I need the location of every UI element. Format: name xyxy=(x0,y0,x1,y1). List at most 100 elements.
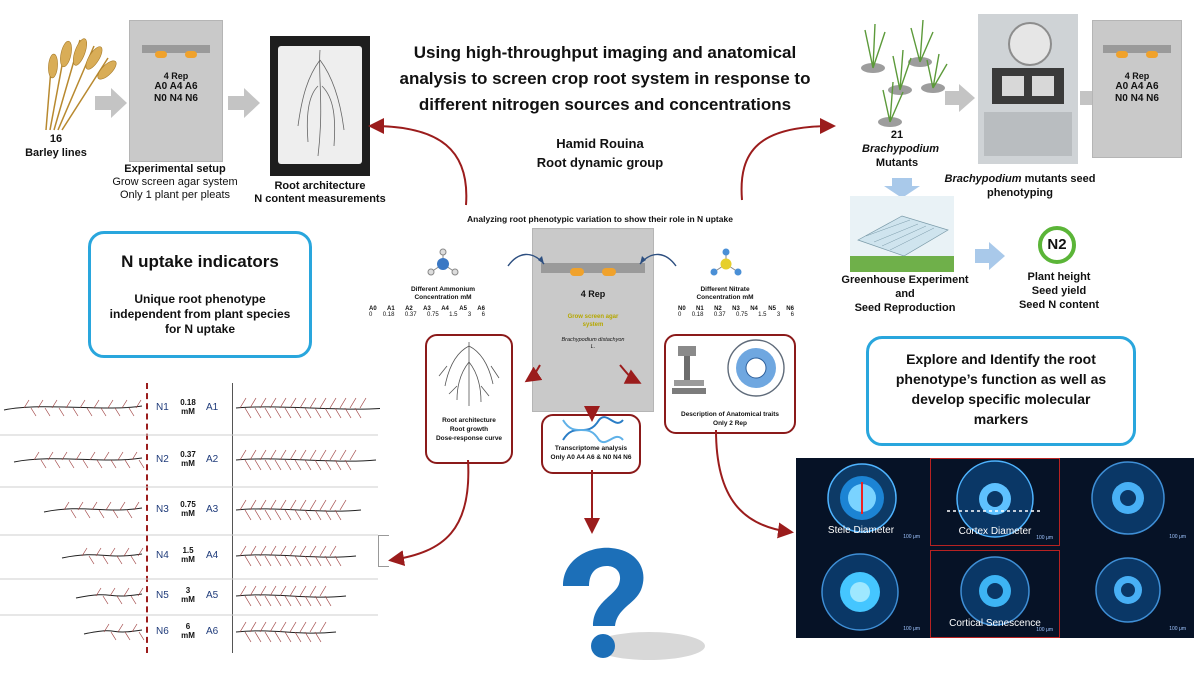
micro-stele: Stele Diameter 100 μm xyxy=(796,458,926,544)
ammonium-root-A4 xyxy=(235,545,357,567)
n2-badge: N2 xyxy=(1038,226,1076,264)
nitrate-value-5: 3 xyxy=(776,312,781,318)
nitrate-root-N6 xyxy=(83,623,145,641)
center-heading: Analyzing root phenotypic variation to s… xyxy=(467,214,733,224)
plate-line1: A0 A4 A6 xyxy=(154,81,198,92)
senescence-label: Cortical Senescence xyxy=(949,618,1041,629)
cortex-label: Cortex Diameter xyxy=(958,526,1032,537)
question-mark-icon xyxy=(563,547,705,660)
row-label-A4: A4 xyxy=(206,550,219,561)
micro-3: 100 μm xyxy=(1062,458,1192,544)
explore-box: Explore and Identify the root phenotype’… xyxy=(866,336,1136,446)
row-label-N3: N3 xyxy=(156,504,169,515)
row-label-A3: A3 xyxy=(206,504,219,515)
nitrate-root-N5 xyxy=(75,587,144,605)
plate-reps: 4 Rep xyxy=(163,71,189,81)
arrow-right-icon xyxy=(95,88,127,118)
curved-arrows xyxy=(507,253,677,267)
root-drawing xyxy=(438,342,500,406)
ammonium-value-2: 0.37 xyxy=(404,312,417,318)
ammonium-header-6: A6 xyxy=(477,306,485,312)
ammonium-root-A1 xyxy=(235,397,380,419)
nitrate-value-4: 1.5 xyxy=(758,312,767,318)
ammonium-value-4: 1.5 xyxy=(449,312,458,318)
arrow-down-icon xyxy=(884,178,920,198)
author-group: Root dynamic group xyxy=(536,155,664,170)
arrow-right-icon xyxy=(975,242,1005,270)
row-label-N4: N4 xyxy=(156,550,169,561)
arrow-right-icon xyxy=(228,88,260,118)
nitrate-header-6: N6 xyxy=(786,306,794,312)
ammonium-value-1: 0.18 xyxy=(382,312,395,318)
brachypodium-plants-image xyxy=(861,19,948,127)
poster-title: Using high-throughput imaging and anatom… xyxy=(399,43,811,114)
ammonium-value-6: 6 xyxy=(481,312,485,318)
nitrate-value-1: 0.18 xyxy=(691,312,704,318)
wheat-icon xyxy=(45,38,117,131)
brachy-mutants-label: 21 Brachypodium Mutants xyxy=(862,129,940,169)
micro-4: 100 μm xyxy=(796,550,926,636)
nitrate-root-N4 xyxy=(61,547,144,565)
ammonium-header-3: A3 xyxy=(423,306,431,312)
nitrate-header-2: N2 xyxy=(714,306,722,312)
row-label-A6: A6 xyxy=(206,626,219,637)
arrow-right-icon xyxy=(945,84,975,112)
ammonium-header-5: A5 xyxy=(459,306,467,312)
nitrate-root-N2 xyxy=(13,451,145,469)
greenhouse-image xyxy=(850,196,954,272)
ammonium-header-2: A2 xyxy=(405,306,413,312)
nitrate-value-6: 6 xyxy=(790,312,794,318)
ammonium-title: Different Ammonium Concentration mM xyxy=(410,286,476,301)
ammonium-value-0: 0 xyxy=(369,312,373,318)
ammonium-header-0: A0 xyxy=(369,306,377,312)
ammonium-value-3: 0.75 xyxy=(426,312,439,318)
n-uptake-box: N uptake indicators Unique root phenotyp… xyxy=(88,231,312,358)
nitrate-value-3: 0.75 xyxy=(735,312,748,318)
ammonium-root-A5 xyxy=(235,585,347,607)
n-uptake-body: Unique root phenotype independent from p… xyxy=(109,292,291,336)
setup-caption: Experimental setup Grow screen agar syst… xyxy=(112,163,238,201)
phenotyping-machine-image xyxy=(978,14,1078,164)
nitrate-root-N1 xyxy=(3,399,143,417)
agar-plate: 4 Rep A0 A4 A6 N0 N4 N6 xyxy=(129,20,223,162)
micro-cortex: Cortex Diameter 100 μm xyxy=(930,458,1060,546)
row-label-A1: A1 xyxy=(206,402,219,413)
micro-6: 100 μm xyxy=(1062,550,1192,636)
nitrate-title: Different Nitrate Concentration mM xyxy=(696,286,754,301)
molecule-icon xyxy=(710,248,742,276)
row-label-N2: N2 xyxy=(156,454,169,465)
bracket xyxy=(378,535,389,567)
row-label-A5: A5 xyxy=(206,590,219,601)
row-label-A2: A2 xyxy=(206,454,219,465)
seed-phenotyping-caption: Brachypodium mutants seed phenotyping xyxy=(944,173,1096,199)
nitrate-header-5: N5 xyxy=(768,306,776,312)
author-block: Hamid Rouina Root dynamic group xyxy=(500,134,700,172)
ammonium-header-1: A1 xyxy=(387,306,395,312)
nitrate-header-1: N1 xyxy=(696,306,704,312)
stele-label: Stele Diameter xyxy=(827,525,895,536)
nitrate-value-0: 0 xyxy=(678,312,682,318)
n-uptake-title: N uptake indicators xyxy=(121,252,279,271)
ammonium-value-5: 3 xyxy=(467,312,472,318)
root-scan-image xyxy=(270,36,370,176)
row-label-N6: N6 xyxy=(156,626,169,637)
nitrate-header-0: N0 xyxy=(678,306,686,312)
ammonium-root-A6 xyxy=(235,621,337,643)
plate-line2: N0 N4 N6 xyxy=(154,93,198,104)
row-label-N1: N1 xyxy=(156,402,169,413)
